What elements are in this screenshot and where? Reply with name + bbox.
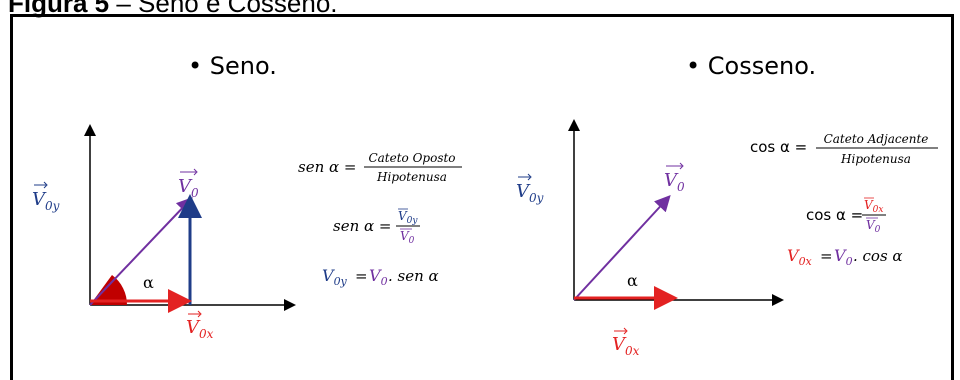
cosseno-equation-2: cos α = V0x V0	[806, 197, 886, 235]
seno-equation-1: sen α = Cateto Oposto Hipotenusa	[298, 151, 462, 184]
svg-text:V0y: V0y	[516, 181, 544, 205]
seno-equation-3: V0y = V0 . sen α	[322, 266, 439, 288]
cosseno-label-v0: V0	[664, 162, 685, 194]
cosseno-label-v0x: V0x	[612, 327, 640, 358]
svg-text:Hipotenusa: Hipotenusa	[840, 152, 911, 166]
seno-label-v0y: V0y	[32, 181, 60, 213]
cosseno-vector-v0	[573, 195, 671, 301]
figure-caption: Figura 5 – Seno e Cosseno.	[8, 0, 338, 19]
seno-equation-2: sen α = V0y V0	[333, 208, 420, 246]
svg-text:. cos α: . cos α	[853, 247, 903, 265]
heading-cosseno: • Cosseno.	[686, 52, 817, 80]
figure-label: Figura 5	[8, 0, 110, 18]
svg-text:V0x: V0x	[612, 334, 640, 358]
cosseno-equation-3: V0x = V0 . cos α	[787, 246, 903, 268]
seno-label-v0: V0	[178, 168, 199, 200]
svg-text:. sen α: . sen α	[388, 267, 439, 285]
svg-text:V0x: V0x	[186, 317, 214, 341]
svg-text:V0y: V0y	[398, 209, 418, 226]
svg-text:Cateto Adjacente: Cateto Adjacente	[824, 132, 929, 146]
figure-title: – Seno e Cosseno.	[109, 0, 338, 18]
svg-text:cos α =: cos α =	[806, 206, 863, 224]
svg-text:V0: V0	[178, 176, 199, 200]
cosseno-alpha-label: α	[627, 271, 638, 290]
svg-text:V0y: V0y	[322, 266, 348, 288]
svg-text:=: =	[355, 267, 368, 285]
svg-text:V0x: V0x	[787, 246, 813, 268]
svg-text:sen α =: sen α =	[333, 217, 391, 235]
svg-text:V0x: V0x	[864, 198, 883, 215]
seno-vector-v0	[89, 197, 193, 306]
svg-text:V0: V0	[664, 170, 685, 194]
svg-text:sen α =: sen α =	[298, 158, 356, 176]
svg-text:V0: V0	[834, 246, 853, 268]
seno-diagram: α V0y V0 V0x	[32, 124, 296, 341]
cosseno-label-v0y: V0y	[516, 173, 544, 205]
svg-text:V0: V0	[866, 218, 881, 235]
cosseno-equation-1: cos α = Cateto Adjacente Hipotenusa	[750, 132, 938, 166]
svg-text:V0: V0	[400, 229, 415, 246]
seno-angle-wedge	[90, 275, 128, 305]
heading-seno: • Seno.	[188, 52, 277, 80]
svg-text:V0: V0	[369, 266, 388, 288]
cosseno-diagram: α V0y V0 V0x	[516, 119, 784, 358]
seno-label-v0x: V0x	[186, 310, 214, 341]
figure-frame	[10, 14, 954, 380]
svg-text:=: =	[820, 247, 833, 265]
seno-alpha-label: α	[143, 273, 154, 292]
svg-text:Cateto Oposto: Cateto Oposto	[368, 151, 455, 165]
svg-text:Hipotenusa: Hipotenusa	[376, 170, 447, 184]
svg-text:cos α =: cos α =	[750, 138, 807, 156]
svg-text:V0y: V0y	[32, 189, 60, 213]
